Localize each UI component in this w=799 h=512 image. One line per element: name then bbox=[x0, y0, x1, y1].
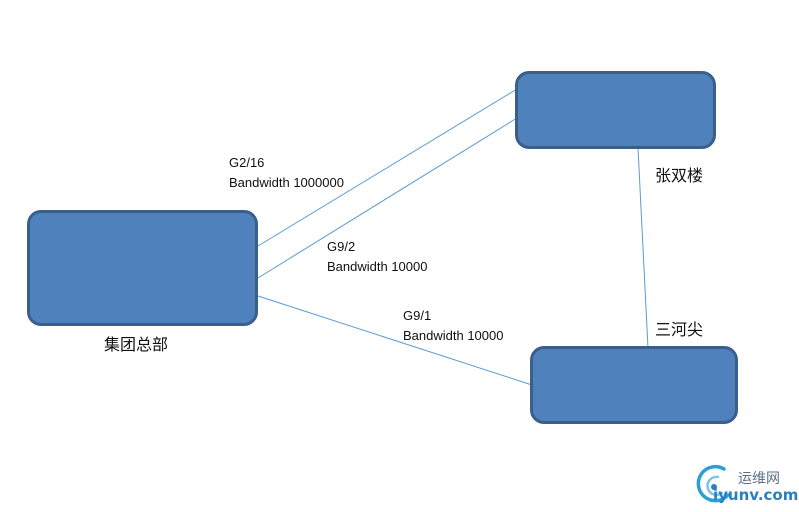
hq-label: 集团总部 bbox=[104, 335, 169, 354]
zhangshuanglou-label: 张双楼 bbox=[655, 166, 704, 185]
link-g9-1-port: G9/1 bbox=[403, 308, 432, 323]
link-g9-2-bandwidth: Bandwidth 10000 bbox=[327, 259, 428, 274]
link-g2-16-port: G2/16 bbox=[229, 155, 265, 170]
link-g9-1-bandwidth: Bandwidth 10000 bbox=[403, 328, 504, 343]
watermark-logo-icon bbox=[696, 464, 730, 503]
node-zhangshuanglou[interactable] bbox=[515, 71, 716, 149]
watermark-domain: iyunv.com bbox=[713, 486, 799, 504]
node-sanhejian[interactable] bbox=[530, 346, 738, 424]
link-g9-2 bbox=[257, 117, 518, 279]
link-g9-1 bbox=[257, 295, 533, 386]
link-zhangshuanglou-sanhejian bbox=[637, 147, 649, 349]
node-hq[interactable] bbox=[27, 210, 258, 326]
sanhejian-label: 三河尖 bbox=[655, 320, 704, 339]
watermark-site-name: 运维网 bbox=[738, 471, 780, 487]
link-g9-2-port: G9/2 bbox=[327, 239, 356, 254]
link-g2-16 bbox=[257, 88, 518, 247]
link-g2-16-bandwidth: Bandwidth 1000000 bbox=[229, 175, 344, 190]
